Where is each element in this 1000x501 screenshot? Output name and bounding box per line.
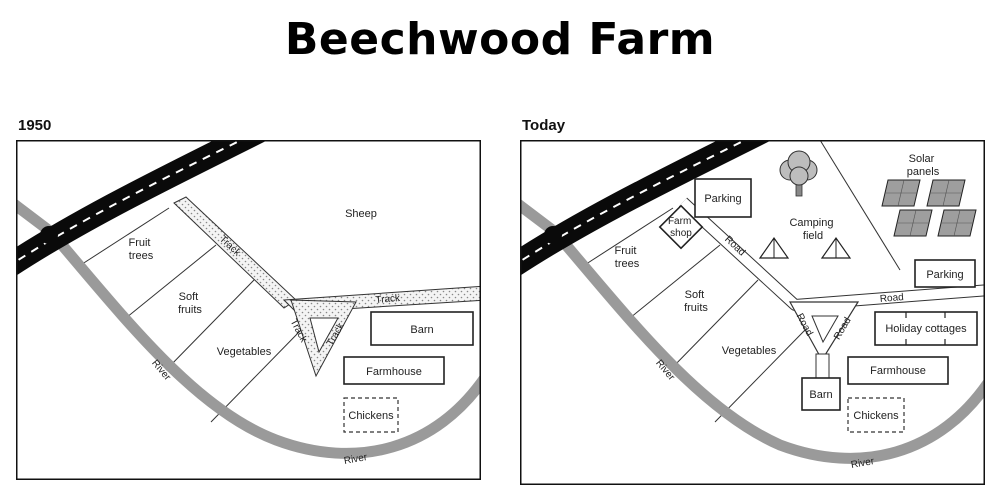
- map-frame: [520, 140, 985, 485]
- river-crossing: [544, 226, 562, 244]
- barn: [370, 311, 474, 346]
- chickens-label: Chickens: [348, 410, 394, 422]
- farm-shop-label: Farm shop: [668, 216, 694, 239]
- panel-label-1950: 1950: [18, 117, 52, 134]
- river-label: River: [850, 456, 876, 471]
- soft-fruits-label: Soft fruits: [684, 289, 708, 314]
- river: [16, 198, 481, 459]
- road-centre-line: [16, 140, 244, 263]
- camping-field-label: Camping field: [789, 217, 836, 242]
- map-frame: [16, 140, 481, 480]
- sheep-label: Sheep: [345, 208, 377, 220]
- solar-panel-icon: [893, 209, 933, 237]
- field-boundary: [714, 329, 806, 423]
- field-boundary: [579, 207, 674, 269]
- parking-north: [694, 178, 752, 218]
- field-boundary: [120, 244, 217, 323]
- farm-roads: [678, 197, 985, 389]
- chickens-area: [847, 397, 905, 433]
- farmhouse: [343, 356, 445, 385]
- field-boundary: [624, 244, 721, 323]
- fruit-trees-label: Fruit trees: [614, 245, 639, 270]
- tent-icon: [820, 236, 852, 259]
- solar-panels-label: Solar panels: [907, 153, 940, 178]
- barn-label: Barn: [809, 389, 832, 401]
- tent-icon: [758, 236, 790, 259]
- track-label: Track: [375, 293, 401, 306]
- farmhouse-label: Farmhouse: [870, 365, 926, 377]
- parking-east: [914, 259, 976, 288]
- road-label: Road: [879, 292, 904, 305]
- holiday-cottages-label: Holiday cottages: [885, 323, 967, 335]
- river-crossing: [40, 226, 58, 244]
- field-boundary: [165, 279, 255, 371]
- fruit-trees-label: Fruit trees: [128, 237, 153, 262]
- farmhouse-label: Farmhouse: [366, 366, 422, 378]
- holiday-cottages: [874, 311, 978, 346]
- track-loop-inner: [309, 317, 339, 354]
- chickens-label: Chickens: [853, 410, 899, 422]
- map-1950: Fruit trees Soft fruits Vegetables Sheep…: [16, 140, 481, 480]
- vegetables-label: Vegetables: [722, 345, 777, 357]
- river: [520, 198, 985, 464]
- river-label: River: [343, 452, 369, 467]
- parking-east-label: Parking: [926, 269, 963, 281]
- farmhouse: [847, 356, 949, 385]
- chickens-area: [343, 397, 399, 433]
- field-boundary: [819, 140, 901, 271]
- road-centre-line: [520, 140, 748, 263]
- vegetables-label: Vegetables: [217, 346, 272, 358]
- solar-panel-icon: [937, 209, 977, 237]
- soft-fruits-label: Soft fruits: [178, 291, 202, 316]
- field-boundary: [669, 279, 759, 371]
- parking-north-label: Parking: [704, 193, 741, 205]
- solar-panel-icon: [881, 179, 921, 207]
- barn-label: Barn: [410, 324, 433, 336]
- farm-shop: [658, 204, 704, 250]
- page-title: Beechwood Farm: [284, 14, 716, 65]
- barn: [801, 377, 841, 411]
- tree-icon: [779, 150, 818, 197]
- solar-panel-icon: [926, 179, 966, 207]
- map-today: Fruit trees Soft fruits Vegetables Parki…: [520, 140, 985, 485]
- panel-label-today: Today: [522, 117, 566, 134]
- field-boundary: [75, 207, 170, 269]
